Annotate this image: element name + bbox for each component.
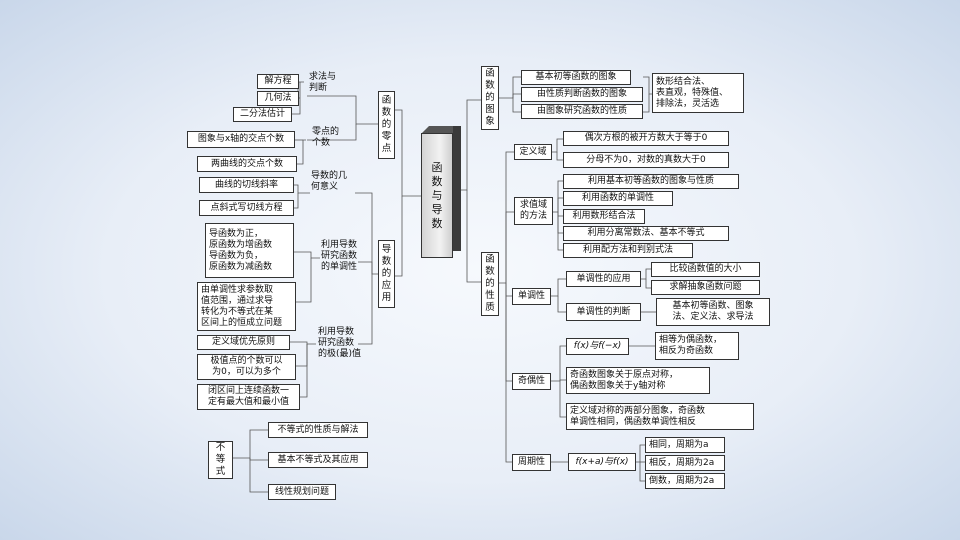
center-node-depth-side bbox=[453, 126, 461, 251]
range-item-basic-functions: 利用基本初等函数的图象与性质 bbox=[563, 174, 739, 189]
domain-item-denominator: 分母不为0，对数的真数大于0 bbox=[563, 152, 729, 168]
branch-inequality: 不等式 bbox=[208, 441, 233, 479]
derivative-item-extremum-count: 极值点的个数可以 为0，可以为多个 bbox=[197, 354, 296, 380]
inequality-item-properties: 不等式的性质与解法 bbox=[268, 422, 368, 438]
monotonic-judgement: 单调性的判断 bbox=[566, 303, 641, 321]
zero-item-solve-equation: 解方程 bbox=[257, 74, 299, 89]
branch-function-graph: 函数的图象 bbox=[481, 66, 499, 130]
derivative-group-monotonic-label: 利用导数 研究函数 的单调性 bbox=[321, 240, 358, 272]
monotonic-judge-methods: 基本初等函数、图象 法、定义法、求导法 bbox=[656, 298, 770, 326]
derivative-item-point-slope: 点斜式写切线方程 bbox=[199, 200, 294, 216]
branch-function-graph-label: 函数的图象 bbox=[485, 68, 495, 127]
period-item-same: 相同，周期为a bbox=[645, 437, 725, 453]
inequality-item-basic: 基本不等式及其应用 bbox=[268, 452, 368, 468]
range-item-completing-square: 利用配方法和判别式法 bbox=[563, 243, 693, 258]
monotonic-application: 单调性的应用 bbox=[566, 271, 641, 287]
period-relation: f(x+a)与f(x) bbox=[568, 453, 636, 471]
branch-zero-points-label: 函数的零点 bbox=[381, 95, 392, 154]
zero-item-curve-intersections: 两曲线的交点个数 bbox=[197, 156, 297, 172]
property-periodicity: 周期性 bbox=[512, 454, 551, 471]
zero-item-x-axis-intersections: 图象与x轴的交点个数 bbox=[187, 131, 295, 148]
inequality-item-linear-programming: 线性规划问题 bbox=[268, 484, 336, 500]
zero-item-bisection: 二分法估计 bbox=[233, 107, 292, 122]
monotonic-app-compare: 比较函数值的大小 bbox=[651, 262, 760, 277]
branch-zero-points: 函数的零点 bbox=[378, 91, 395, 159]
monotonic-app-abstract: 求解抽象函数问题 bbox=[651, 280, 760, 295]
property-domain: 定义域 bbox=[514, 144, 552, 160]
domain-item-even-root: 偶次方根的被开方数大于等于0 bbox=[563, 131, 729, 146]
derivative-item-param-range: 由单调性求参数取 值范围，通过求导 转化为不等式在某 区间上的恒成立问题 bbox=[197, 282, 296, 331]
zero-group-method-label: 求法与 判断 bbox=[309, 72, 337, 93]
parity-item-symmetry: 奇函数图象关于原点对称， 偶函数图象关于y轴对称 bbox=[566, 367, 710, 394]
range-item-separation: 利用分离常数法、基本不等式 bbox=[563, 226, 729, 241]
derivative-item-closed-interval: 闭区间上连续函数一 定有最大值和最小值 bbox=[197, 384, 300, 410]
period-item-opposite: 相反，周期为2a bbox=[645, 455, 725, 471]
center-node-depth-top bbox=[421, 126, 461, 134]
parity-relation: f(x)与f(−x) bbox=[566, 338, 629, 355]
zero-item-geometric-method: 几何法 bbox=[257, 91, 299, 106]
graph-item-from-properties: 由性质判断函数的图象 bbox=[521, 87, 643, 102]
zero-group-count-label: 零点的 个数 bbox=[312, 127, 340, 148]
derivative-item-sign-rule: 导函数为正， 原函数为增函数 导函数为负， 原函数为减函数 bbox=[205, 223, 294, 278]
range-item-number-shape: 利用数形结合法 bbox=[563, 209, 645, 224]
parity-item-monotonic: 定义域对称的两部分图象，奇函数 单调性相同，偶函数单调性相反 bbox=[566, 403, 754, 430]
branch-derivative-label: 导数的应用 bbox=[381, 244, 392, 303]
derivative-group-extremum-label: 利用导数 研究函数 的极(最)值 bbox=[318, 327, 362, 359]
range-item-monotonicity: 利用函数的单调性 bbox=[563, 191, 673, 206]
graph-methods-note: 数形结合法、 表直观，特殊值、 排除法，灵活选 bbox=[652, 73, 744, 113]
branch-inequality-label: 不等式 bbox=[215, 442, 226, 477]
property-parity: 奇偶性 bbox=[512, 373, 551, 390]
branch-function-property-label: 函数的性质 bbox=[485, 254, 495, 313]
graph-item-basic-graphs: 基本初等函数的图象 bbox=[521, 70, 631, 85]
period-item-reciprocal: 倒数，周期为2a bbox=[645, 473, 725, 489]
derivative-group-geometric-label: 导数的几 何意义 bbox=[311, 171, 348, 192]
center-node-label: 函数与导数 bbox=[431, 160, 443, 230]
branch-function-property: 函数的性质 bbox=[481, 252, 499, 316]
graph-item-study-properties: 由图象研究函数的性质 bbox=[521, 104, 643, 119]
derivative-item-tangent-slope: 曲线的切线斜率 bbox=[199, 177, 294, 193]
property-monotonicity: 单调性 bbox=[512, 288, 551, 305]
property-range-methods: 求值域 的方法 bbox=[514, 197, 553, 225]
parity-relation-result: 相等为偶函数， 相反为奇函数 bbox=[655, 332, 739, 360]
branch-derivative-applications: 导数的应用 bbox=[378, 240, 395, 308]
center-node: 函数与导数 bbox=[421, 133, 453, 258]
derivative-item-domain-first: 定义域优先原则 bbox=[197, 335, 290, 350]
